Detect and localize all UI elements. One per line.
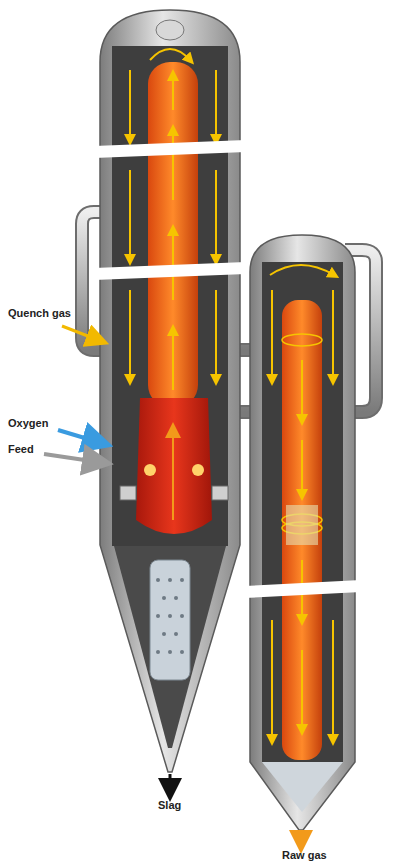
outlet-label: Slag [158,798,181,812]
stream-label: Quench gas [8,306,71,320]
stream-label: Oxygen [8,416,48,430]
outlet-label: Raw gas [282,848,327,862]
stream-label: Feed [8,442,34,456]
